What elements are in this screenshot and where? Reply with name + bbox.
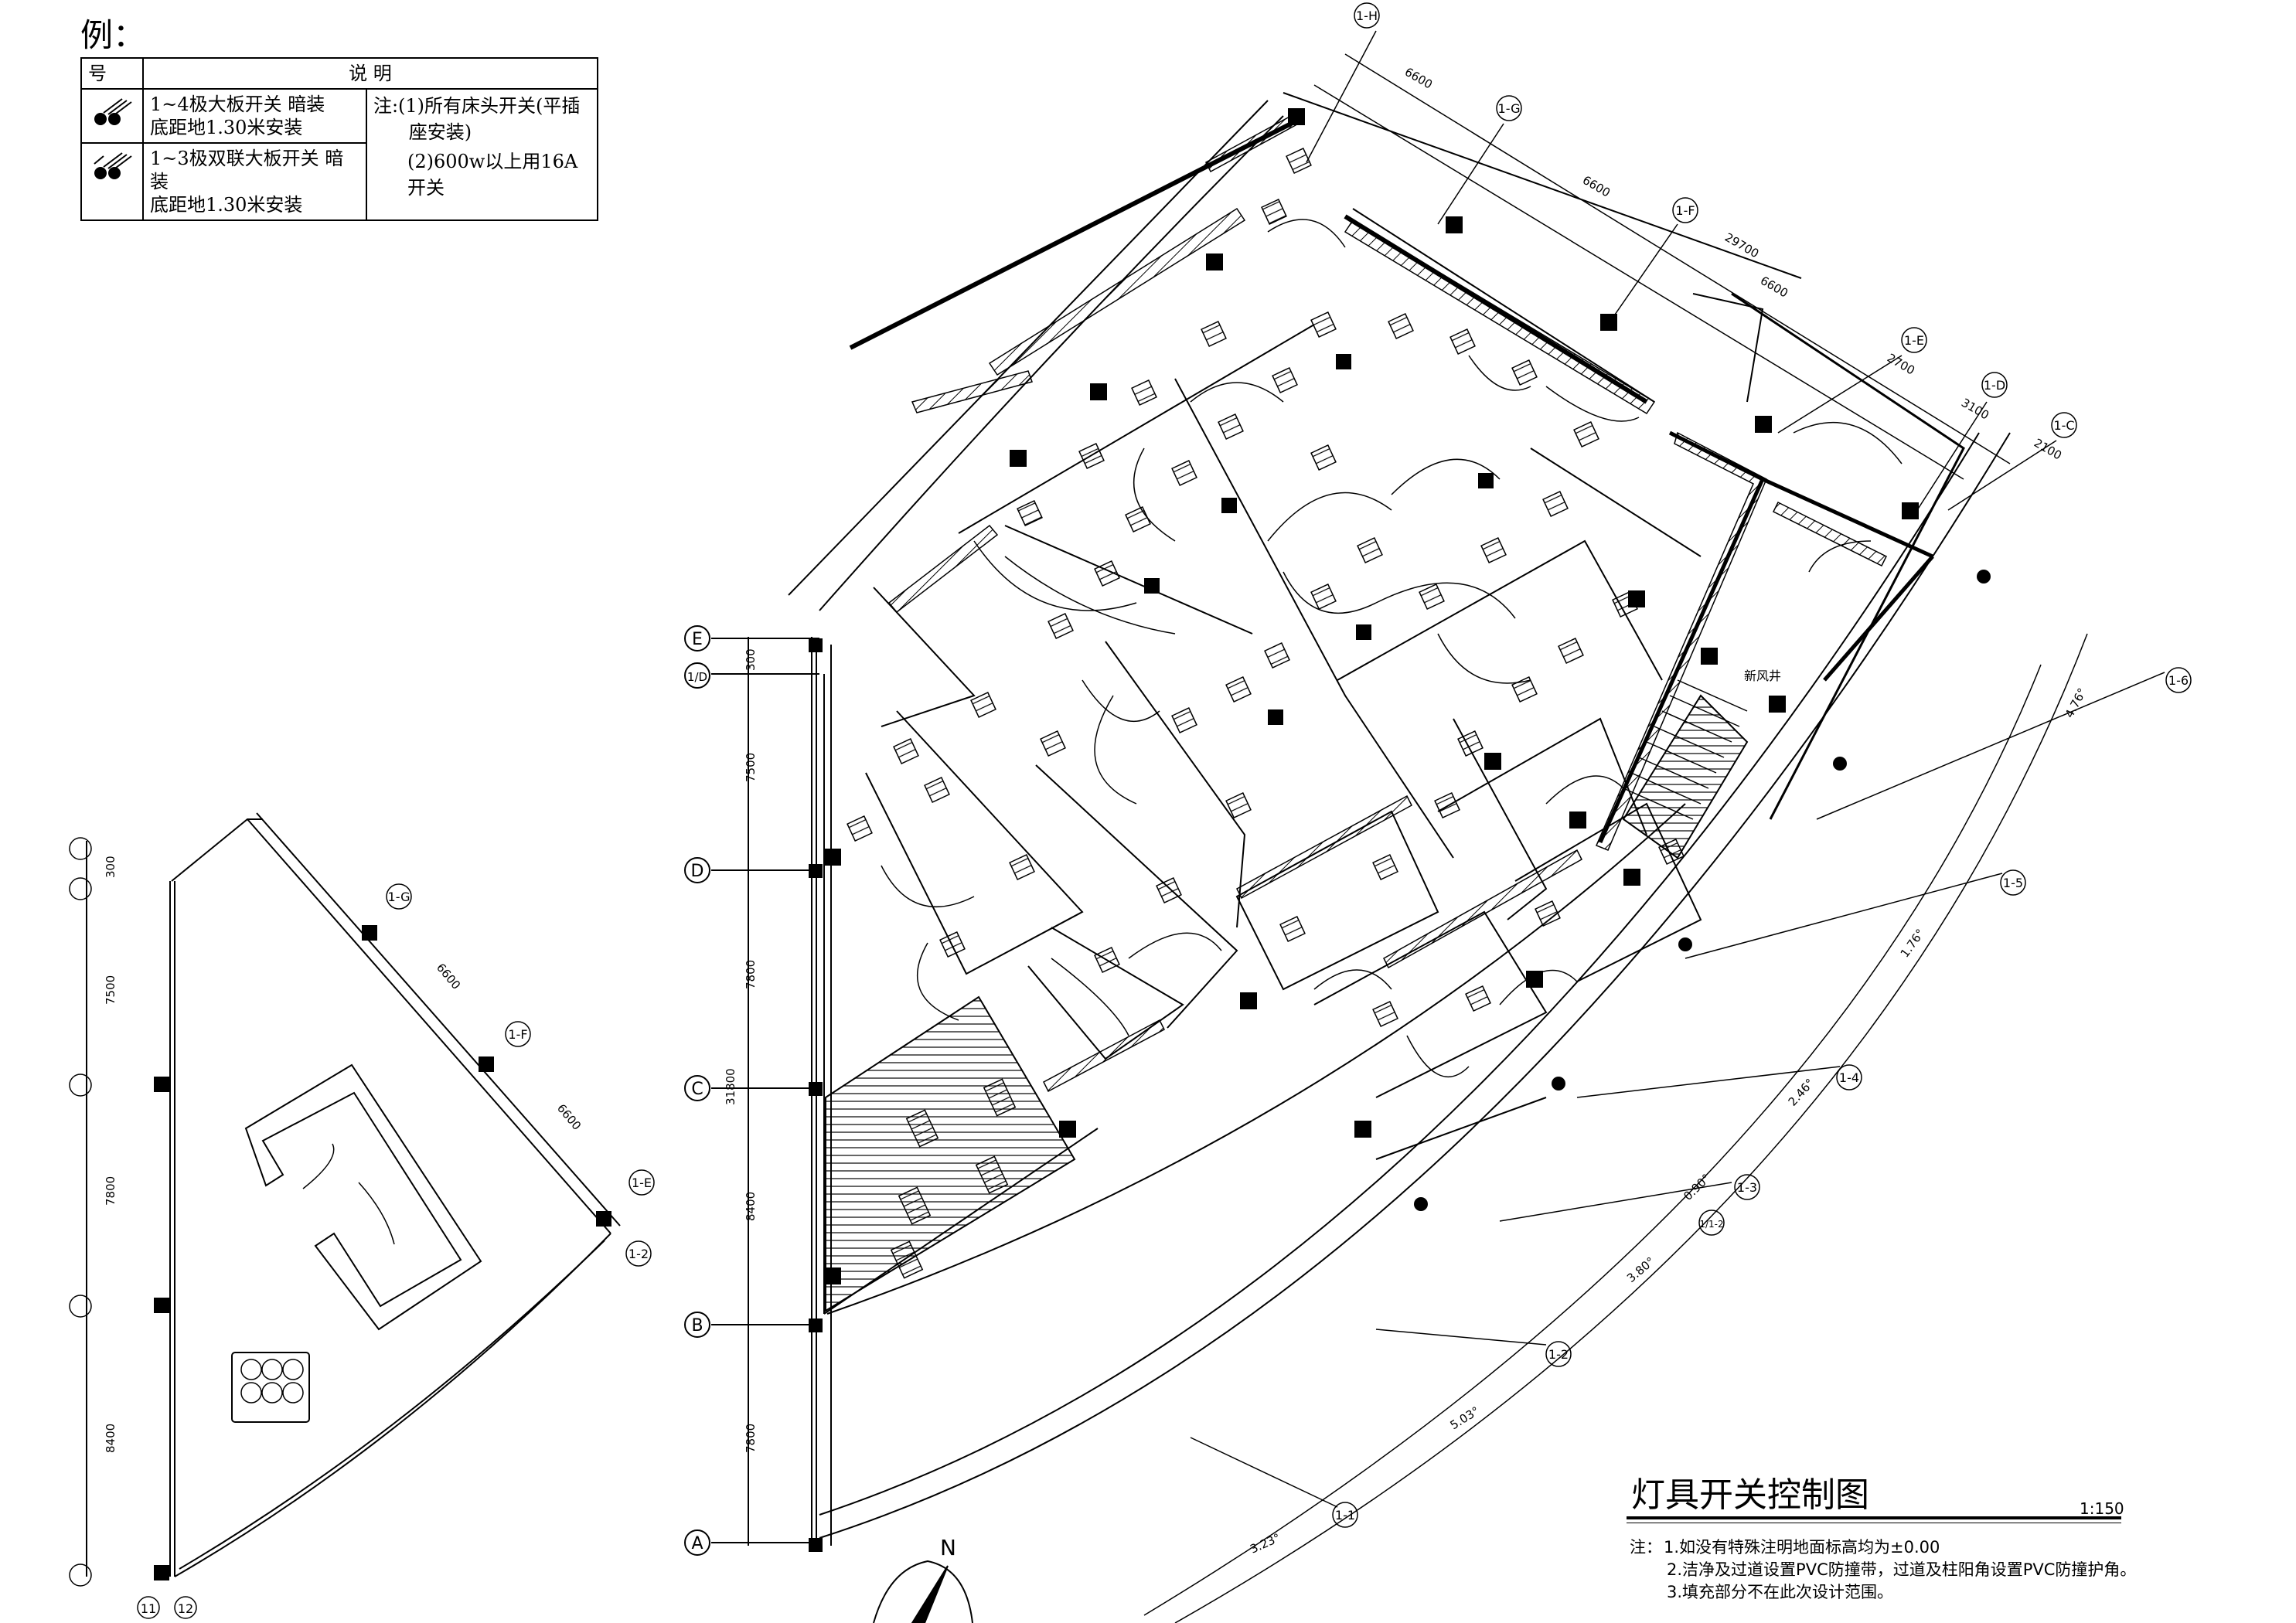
small-axis-11: 11 [141, 1601, 156, 1616]
dim-top-29700: 29700 [1722, 230, 1761, 260]
single-switch-icon [94, 98, 132, 125]
main-axis-labels: E 1/D D C B A 11 12 [141, 630, 707, 1616]
dim-8400: 8400 [744, 1192, 758, 1221]
axis-label-right-1-1-2: 1/1-2 [1699, 1219, 1723, 1230]
small-axis-12: 12 [178, 1601, 193, 1616]
top-arc-labels: 1-H 1-G 1-F 1-E 1-D 1-C [1356, 9, 2075, 433]
axis-label-right-1-4: 1-4 [1839, 1070, 1859, 1085]
axis-label-right-1-3: 1-3 [1737, 1180, 1757, 1195]
axis-label-d: D [691, 862, 704, 881]
angle-4-76: 4.76° [2063, 686, 2090, 720]
axis-label-c: C [691, 1080, 703, 1099]
dim-top-2100: 2100 [2032, 436, 2064, 463]
axis-label-top-1d: 1-D [1984, 378, 2005, 393]
dim-top-6600c: 6600 [1758, 274, 1790, 301]
note-2: 2.洁净及过道设置PVC防撞带，过道及柱阳角设置PVC防撞护角。 [1667, 1560, 2137, 1579]
fixtures-solid [1144, 354, 1494, 725]
dim-small-300: 300 [104, 856, 118, 878]
legend-row-2-desc: 1~3极双联大板开关 暗装 底距地1.30米安装 [142, 142, 367, 221]
note-1: 1.如没有特殊注明地面标高均为±0.00 [1664, 1538, 1940, 1557]
dim-small-8400: 8400 [104, 1424, 118, 1453]
drawing-scale: 1:150 [2080, 1499, 2124, 1518]
main-left-axis-columns [809, 638, 823, 1552]
outside-columns [1414, 570, 1991, 1211]
notes-label: 注： [1630, 1538, 1662, 1557]
small-plan [86, 812, 621, 1580]
axis-label-1e: 1-E [632, 1176, 652, 1190]
light-fixtures [847, 148, 1685, 1279]
dim-top-6600a: 6600 [1402, 65, 1435, 92]
dim-top-3100: 3100 [1959, 396, 1991, 423]
dim-small-7800: 7800 [104, 1176, 118, 1206]
angle-0-90: 0.90° [1681, 1172, 1713, 1203]
shaft-room-label: 新风井 [1744, 669, 1781, 683]
legend-note-1: 注:(1)所有床头开关(平插 座安装) [373, 95, 581, 143]
dim-31800: 31800 [724, 1068, 738, 1105]
main-columns [824, 108, 1919, 1284]
dim-small-6600b: 6600 [554, 1101, 584, 1133]
main-left-axis [684, 625, 832, 1556]
dim-top-2700: 2700 [1885, 351, 1917, 378]
legend-title: 例： [80, 16, 146, 54]
note-3: 3.填充部分不在此次设计范围。 [1667, 1583, 1894, 1601]
axis-label-right-1-6: 1-6 [2168, 673, 2189, 688]
axis-label-1g: 1-G [388, 890, 410, 904]
dim-7800b: 7800 [744, 1424, 758, 1453]
drawing-title: 灯具开关控制图 [1631, 1475, 1869, 1515]
dim-small-6600a: 6600 [434, 961, 463, 992]
switch-double-symbol [80, 142, 144, 221]
right-arc-axis [1143, 633, 2192, 1623]
angle-1-76: 1.76° [1898, 927, 1928, 961]
axis-label-right-1-1: 1-1 [1335, 1508, 1355, 1523]
legend-note-cell: 注:(1)所有床头开关(平插 座安装) (2)600w以上用16A开关 [365, 88, 599, 221]
dim-300: 300 [744, 648, 758, 671]
angle-3-80: 3.80° [1624, 1254, 1657, 1285]
axis-label-e: E [692, 630, 703, 649]
title-underline [1627, 1516, 2121, 1519]
double-switch-icon [94, 152, 132, 179]
legend-table: 号 说 明 1~4极大板开关 暗装 底距地1.30米安装 注:(1)所有床头开关… [80, 57, 599, 221]
dim-small-7500: 7500 [104, 975, 118, 1005]
small-plan-axis-tags [69, 837, 655, 1619]
north-arrow [873, 1560, 973, 1623]
dim-7800: 7800 [744, 960, 758, 989]
right-arc-labels: 1-6 1-5 1-4 1-3 1/1-2 1-2 1-1 [1335, 673, 2189, 1523]
dim-7500: 7500 [744, 753, 758, 782]
dimension-texts: 300 7500 7800 31800 8400 7800 300 7500 7… [104, 65, 2090, 1557]
drawing-notes: 注：1.如没有特殊注明地面标高均为±0.00 2.洁净及过道设置PVC防撞带，过… [1630, 1536, 2136, 1604]
small-plan-right-labels: 1-G 1-F 1-E 1-2 [388, 890, 652, 1261]
hatched-walls [887, 114, 1888, 1093]
axis-label-top-1f: 1-F [1675, 203, 1695, 218]
legend-note-2: (2)600w以上用16A开关 [407, 151, 578, 199]
switch-wiring [881, 219, 1903, 1078]
axis-label-top-1e: 1-E [1904, 333, 1924, 348]
axis-label-1d: 1/D [687, 670, 707, 684]
axis-label-top-1c: 1-C [2053, 418, 2074, 433]
legend-header-symbol: 号 [80, 57, 144, 90]
axis-label-top-1h: 1-H [1356, 9, 1378, 23]
angle-5-03: 5.03° [1448, 1404, 1482, 1432]
out-of-scope-zones [825, 694, 1749, 1312]
axis-label-b: B [691, 1316, 703, 1335]
axis-label-a: A [691, 1534, 703, 1553]
switch-4gang-symbol [80, 88, 144, 144]
angle-3-23: 3.23° [1248, 1531, 1283, 1557]
axis-label-1f: 1-F [508, 1027, 527, 1042]
main-plan-outline [788, 92, 2011, 1539]
axis-label-1-2: 1-2 [629, 1247, 649, 1261]
legend-row-1-desc: 1~4极大板开关 暗装 底距地1.30米安装 [142, 88, 367, 144]
axis-label-right-1-5: 1-5 [2003, 876, 2023, 890]
axis-label-right-1-2: 1-2 [1548, 1347, 1569, 1362]
dim-top-6600b: 6600 [1580, 173, 1613, 200]
stair [1623, 679, 1748, 820]
north-label: N [940, 1535, 956, 1560]
legend-header-desc: 说 明 [142, 57, 598, 90]
axis-label-top-1g: 1-G [1498, 101, 1521, 116]
top-arc-axis [1306, 2, 2077, 511]
